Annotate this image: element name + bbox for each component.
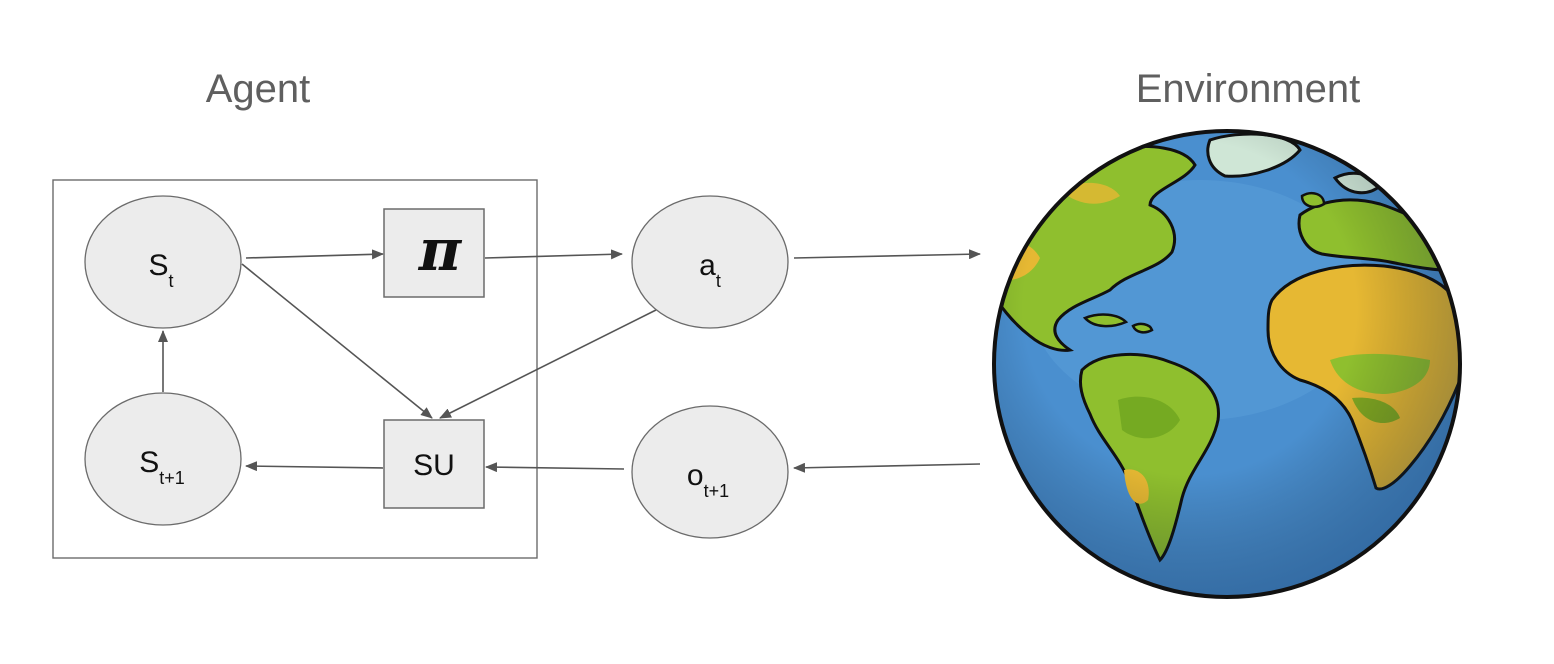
- node-policy: π: [383, 208, 485, 298]
- environment-title: Environment: [1136, 67, 1361, 111]
- node-s-t: St: [84, 195, 242, 329]
- edge-at-to-su: [439, 309, 657, 419]
- node-s-t1: St+1: [84, 392, 242, 526]
- node-o-t1-sub: t+1: [704, 481, 730, 501]
- edge-st-to-su: [241, 263, 433, 419]
- node-s-t-main: S: [148, 249, 168, 282]
- globe-icon: [992, 129, 1462, 599]
- edge-ot1-to-su: [485, 462, 625, 473]
- node-s-t-label: St: [148, 249, 173, 291]
- node-a-t: at: [631, 195, 789, 329]
- edge-su-to-st1: [245, 461, 384, 472]
- node-a-t-main: a: [699, 249, 716, 282]
- node-o-t1-main: o: [687, 459, 704, 492]
- node-state-update: SU: [383, 419, 485, 509]
- node-s-t1-sub: t+1: [159, 468, 185, 488]
- node-a-t-sub: t: [716, 271, 721, 291]
- node-o-t1-label: ot+1: [687, 459, 729, 501]
- policy-symbol: π: [418, 216, 463, 284]
- agent-title: Agent: [206, 67, 311, 111]
- node-s-t1-label: St+1: [139, 446, 185, 488]
- edge-environment-to-ot1: [793, 462, 981, 473]
- node-s-t-sub: t: [169, 271, 174, 291]
- node-s-t1-main: S: [139, 446, 159, 479]
- edge-st-to-policy: [245, 249, 384, 260]
- node-a-t-label: at: [699, 249, 721, 291]
- state-update-label: SU: [413, 449, 455, 482]
- edge-at-to-environment: [793, 249, 981, 260]
- edge-policy-to-at: [484, 249, 623, 260]
- node-o-t1: ot+1: [631, 405, 789, 539]
